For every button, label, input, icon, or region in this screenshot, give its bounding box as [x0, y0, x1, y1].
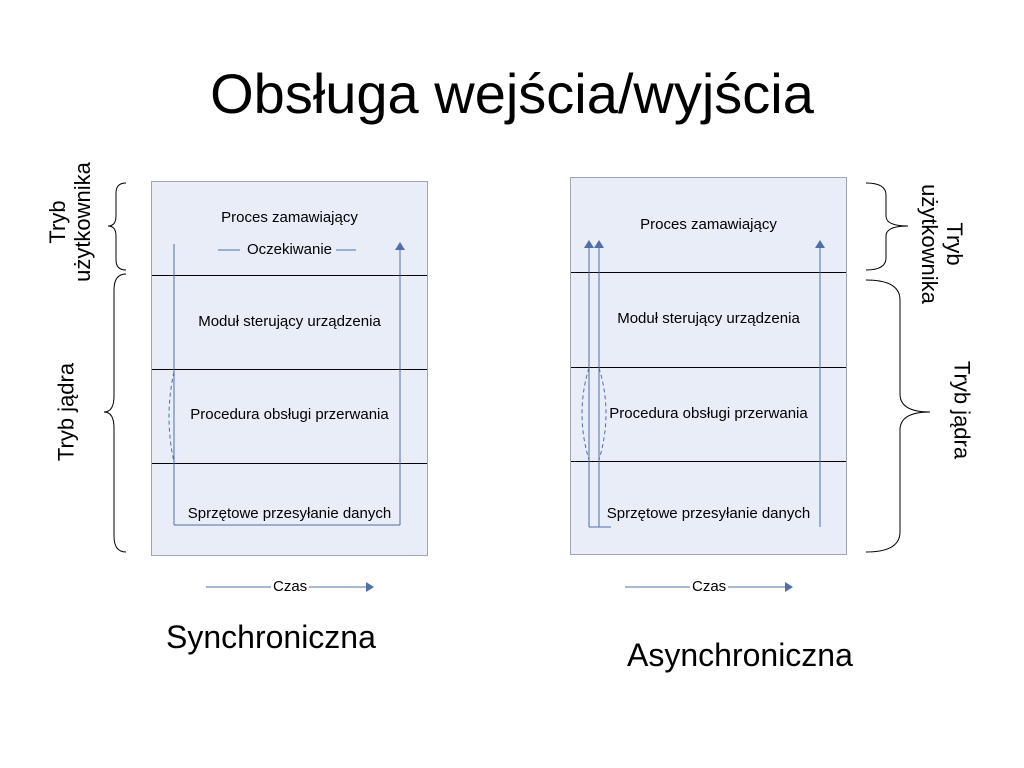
slide-title: Obsługa wejścia/wyjścia — [210, 62, 814, 125]
async-diagram-panel: Proces zamawiający Moduł sterujący urząd… — [570, 177, 847, 555]
left-kernel-mode-brace — [103, 273, 127, 553]
async-caption: Asynchroniczna — [627, 637, 853, 673]
async-layer-user-process: Proces zamawiający — [640, 216, 777, 233]
layer-divider — [571, 272, 846, 273]
sync-layer-hardware-transfer: Sprzętowe przesyłanie danych — [187, 505, 392, 522]
async-time-label: Czas — [690, 578, 729, 596]
left-kernel-mode-label: Tryb jądra — [53, 362, 79, 462]
left-user-mode-brace — [107, 182, 127, 271]
sync-time-arrowhead — [366, 582, 374, 592]
sync-layer-device-driver: Moduł sterujący urządzenia — [198, 313, 381, 330]
sync-diagram-panel: Proces zamawiający Oczekiwanie Moduł ste… — [151, 181, 428, 556]
async-third-arrowhead — [815, 240, 825, 248]
sync-up-arrowhead — [395, 242, 405, 250]
layer-divider — [152, 275, 427, 276]
layer-divider — [152, 463, 427, 464]
async-layer-interrupt-handler: Procedura obsługi przerwania — [609, 405, 808, 422]
async-flow-arrows — [581, 240, 825, 528]
async-second-arrowhead — [594, 240, 604, 248]
async-bypass-right — [598, 367, 607, 461]
layer-divider — [152, 369, 427, 370]
sync-waiting-label: Oczekiwanie — [152, 241, 427, 259]
right-kernel-mode-brace — [865, 279, 931, 553]
sync-caption: Synchroniczna — [166, 619, 376, 655]
sync-layer-user-process: Proces zamawiający — [221, 209, 358, 226]
async-time-arrowhead — [785, 582, 793, 592]
async-bypass-left — [581, 367, 590, 461]
sync-layer-interrupt-handler: Procedura obsługi przerwania — [190, 406, 389, 423]
right-kernel-mode-label: Tryb jądra — [949, 360, 975, 460]
async-layer-hardware-transfer: Sprzętowe przesyłanie danych — [606, 505, 811, 522]
sync-flow-arrows — [168, 242, 405, 526]
layer-divider — [571, 461, 846, 462]
async-layer-device-driver: Moduł sterujący urządzenia — [617, 310, 800, 327]
sync-time-label: Czas — [271, 578, 310, 596]
layer-divider — [571, 367, 846, 368]
async-first-arrowhead — [584, 240, 594, 248]
right-user-mode-brace — [865, 182, 909, 271]
sync-interrupt-bypass — [168, 371, 175, 463]
